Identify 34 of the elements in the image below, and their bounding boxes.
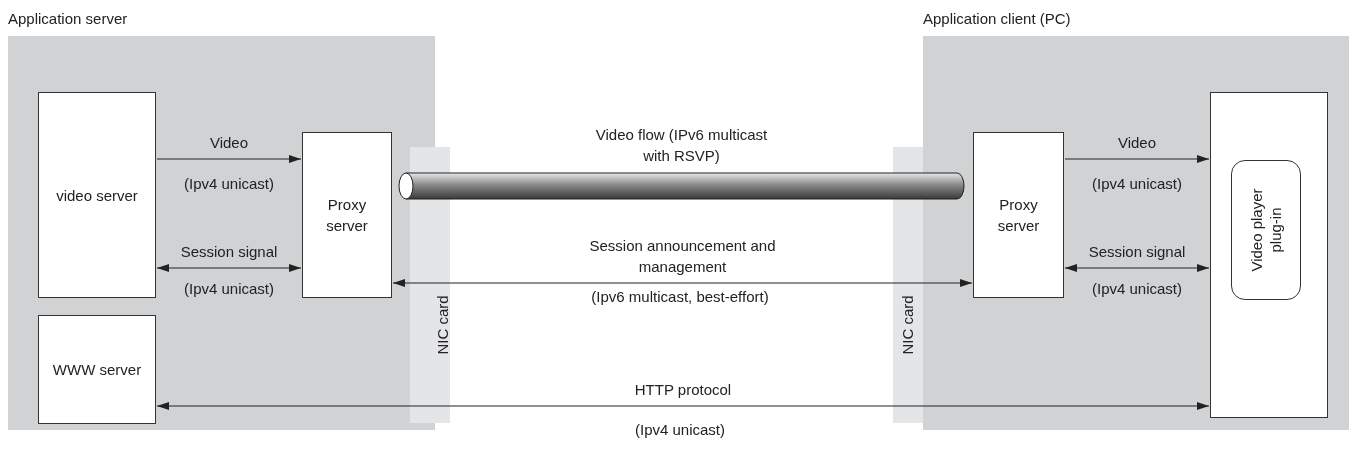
- arrow: [392, 279, 973, 287]
- protocol-label: (Ipv4 unicast): [184, 173, 274, 194]
- arrow: [156, 402, 1210, 410]
- protocol-label: (Ipv4 unicast): [635, 419, 725, 440]
- edge-label: Video: [1117, 133, 1157, 153]
- flow-label: Video flow (IPv6 multicast with RSVP): [594, 125, 769, 166]
- protocol-label: (Ipv6 multicast, best-effort): [591, 286, 769, 307]
- nic-card-label: NIC card: [896, 295, 920, 355]
- arrow: [156, 264, 302, 272]
- arrow: [156, 155, 302, 163]
- node-text: video server: [56, 185, 138, 206]
- edge-label: HTTP protocol: [634, 380, 732, 400]
- panel-heading: Application server: [8, 8, 128, 29]
- server-box: [302, 132, 392, 298]
- protocol-label: (Ipv4 unicast): [1092, 173, 1182, 194]
- edge-label: Video: [209, 133, 249, 153]
- edge-label: Session signal: [180, 242, 278, 262]
- server-box: [973, 132, 1064, 298]
- nic-card-label: NIC card: [431, 295, 455, 355]
- arrow: [1064, 264, 1210, 272]
- node-text: Proxy server: [996, 195, 1041, 236]
- server-box: [38, 315, 156, 424]
- node-text: WWW server: [52, 360, 142, 380]
- node-text: Proxy server: [325, 195, 369, 236]
- server-box: [1210, 92, 1328, 418]
- edge-label: Session signal: [1088, 242, 1186, 262]
- protocol-label: (Ipv4 unicast): [184, 278, 274, 299]
- arrow: [1064, 155, 1210, 163]
- plugin-box: [1231, 160, 1301, 300]
- panel-heading: Application client (PC): [923, 8, 1071, 29]
- edge-label: Session announcement and management: [588, 236, 777, 277]
- node-text: Video player plug-in: [1247, 187, 1285, 274]
- server-box: [38, 92, 156, 298]
- protocol-label: (Ipv4 unicast): [1092, 278, 1182, 299]
